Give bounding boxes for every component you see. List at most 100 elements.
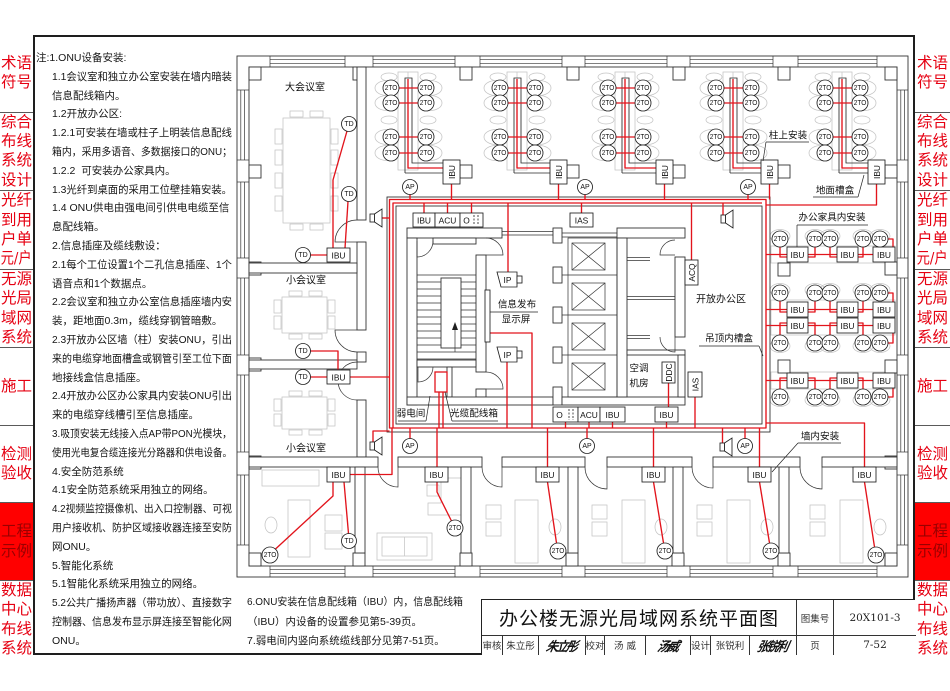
note-text: 装，距地面0.3m，缆线穿钢管暗敷。 [52, 315, 223, 328]
note-line: 5.2公共广播扬声器（带功放）、直接数字 [36, 594, 236, 613]
reviewer-role-label: 审核 [482, 636, 503, 655]
note-text: 6.ONU安装在信息配线箱（IBU）内，信息配线箱 [247, 596, 464, 608]
note-line: 网ONU。 [36, 538, 236, 557]
sidebar-right: 术语符号综合布线系统设计光纤到用户单元/户无源光局域网系统施工检测验收工程示例数… [915, 35, 950, 657]
sidebar-item-label: 综合 [916, 112, 948, 131]
sidebar-item-label: 系统 [0, 327, 32, 346]
note-line: 2.3开放办公区墙（柱）安装ONU，引出 [36, 331, 236, 350]
note-line: 箱内，采用多语音、多数据接口的ONU； [36, 143, 236, 162]
note-line: 1.1会议室和独立办公室安装在墙内暗装 [36, 68, 236, 87]
note-line: 息配线箱。 [36, 218, 236, 237]
sidebar-item-label: 示例 [0, 541, 32, 560]
note-line: 来的电缆穿线槽引至信息插座。 [36, 406, 236, 425]
sidebar-item-label: 域网 [0, 308, 32, 327]
sidebar-item-label: 域网 [916, 308, 948, 327]
sidebar-item-engineering-examples[interactable]: 工程示例 [915, 503, 950, 581]
sidebar-item-terms-symbols[interactable]: 术语符号 [0, 35, 33, 113]
sidebar-item-testing-acceptance[interactable]: 检测验收 [0, 426, 33, 504]
sidebar-item-engineering-examples[interactable]: 工程示例 [0, 503, 33, 581]
sidebar-item-integrated-cabling-design[interactable]: 综合布线系统设计 [0, 113, 33, 192]
note-text: 使用光电复合缆连接光分路器和供电设备。 [52, 446, 232, 459]
sidebar-item-label: 验收 [916, 464, 948, 483]
note-text: 控制器、信息发布显示屏连接至智能化网 [52, 615, 232, 628]
note-line: 3.吸顶安装无线接入点AP带PON光模块， [36, 425, 236, 444]
note-text: 来的电缆穿线槽引至信息插座。 [52, 409, 199, 422]
sidebar-item-label: 系统 [916, 639, 948, 658]
sidebar-item-label: 中心 [0, 600, 32, 619]
note-line: 1.2开放办公区: [36, 105, 236, 124]
note-text: 4.安全防范系统 [52, 465, 124, 478]
sidebar-item-label: 元/户 [0, 249, 33, 268]
sidebar-item-label: 符号 [916, 73, 948, 92]
design-notes-continued: 6.ONU安装在信息配线箱（IBU）内，信息配线箱（IBU）内设备的设置参见第5… [247, 593, 479, 652]
note-text: 2.1每个工位设置1个二孔信息插座、1个 [52, 258, 232, 271]
note-line: ONU。 [36, 632, 236, 651]
sidebar-item-testing-acceptance[interactable]: 检测验收 [915, 426, 950, 504]
page-label: 页 [797, 636, 834, 655]
sidebar-item-data-center-cabling[interactable]: 数据中心布线系统 [0, 581, 33, 659]
sidebar-item-label: 综合 [0, 112, 32, 131]
note-text: ONU。 [52, 634, 86, 647]
proofreader-signature: 汤威 [646, 636, 691, 655]
note-text: 1.3光纤到桌面的采用工位壁挂箱安装。 [52, 183, 233, 196]
sidebar-item-label: 光纤 [0, 191, 32, 210]
note-line: 5.智能化系统 [36, 557, 236, 576]
note-text: 息配线箱。 [52, 221, 105, 234]
note-line: 1.3光纤到桌面的采用工位壁挂箱安装。 [36, 181, 236, 200]
designer-role-label: 设计 [691, 636, 711, 655]
sidebar-item-label: 工程 [0, 522, 32, 541]
sidebar-item-label: 布线 [916, 131, 948, 150]
proofreader-name: 汤 威 [605, 636, 646, 655]
sidebar-item-label: 术语 [0, 53, 32, 72]
sidebar-item-fiber-to-user-unit[interactable]: 光纤到用户单元/户 [0, 191, 33, 270]
note-line: 7.弱电间内竖向系统缆线部分见第7-51页。 [247, 632, 479, 652]
sidebar-item-label: 光纤 [916, 191, 948, 210]
sidebar-item-data-center-cabling[interactable]: 数据中心布线系统 [915, 581, 950, 659]
proofreader-role-label: 校对 [586, 636, 605, 655]
note-text: 注:1.ONU设备安装: [36, 52, 127, 64]
atlas-number: 20X101-3 [834, 600, 916, 636]
note-text: 5.2公共广播扬声器（带功放）、直接数字 [52, 597, 232, 610]
proofreader-signature-text: 汤威 [656, 639, 680, 655]
note-line: 2.4开放办公区办公家具内安装ONU引出 [36, 387, 236, 406]
sidebar-item-label: 到用 [0, 210, 32, 229]
sidebar-item-integrated-cabling-design[interactable]: 综合布线系统设计 [915, 113, 950, 192]
sidebar-item-label: 布线 [0, 131, 32, 150]
note-text: 5.智能化系统 [52, 559, 114, 572]
note-text: 地接线盒信息插座。 [52, 371, 147, 384]
sidebar-item-terms-symbols[interactable]: 术语符号 [915, 35, 950, 113]
sidebar-item-construction[interactable]: 施工 [0, 348, 33, 426]
sidebar-item-label: 布线 [916, 619, 948, 638]
note-line: 1.2.2 可安装办公家具内。 [36, 162, 236, 181]
designer-signature: 张锐利 [750, 636, 797, 655]
drawing-title: 办公楼无源光局域网系统平面图 [482, 600, 797, 636]
sidebar-item-label: 到用 [916, 210, 948, 229]
note-text: 2.3开放办公区墙（柱）安装ONU，引出 [52, 333, 232, 346]
reviewer-signature: 朱立彤 [539, 636, 586, 655]
sidebar-item-label: 符号 [0, 73, 32, 92]
sidebar-item-label: 设计 [916, 170, 948, 189]
note-line: 来的电缆穿地面槽盒或钢管引至工位下面 [36, 350, 236, 369]
sidebar-item-label: 光局 [916, 289, 948, 308]
note-line: 2.1每个工位设置1个二孔信息插座、1个 [36, 256, 236, 275]
note-line: 5.1智能化系统采用独立的网络。 [36, 575, 236, 594]
reviewer-signature-text: 朱立彤 [545, 639, 579, 655]
note-text: 4.2视频监控摄像机、出入口控制器、可视 [52, 503, 232, 516]
sidebar-item-passive-optical-lan[interactable]: 无源光局域网系统 [0, 270, 33, 349]
sidebar-item-label: 户单 [0, 229, 32, 248]
sidebar-item-label: 系统 [916, 327, 948, 346]
note-line: 地接线盒信息插座。 [36, 369, 236, 388]
designer-signature-text: 张锐利 [756, 639, 790, 655]
note-line: 4.安全防范系统 [36, 463, 236, 482]
note-line: 1.2.1可安装在墙或柱子上明装信息配线 [36, 124, 236, 143]
note-line: 使用光电复合缆连接光分路器和供电设备。 [36, 444, 236, 463]
sidebar-item-label: 示例 [916, 541, 948, 560]
sidebar-item-label: 无源 [916, 269, 948, 288]
sidebar-item-passive-optical-lan[interactable]: 无源光局域网系统 [915, 270, 950, 349]
sidebar-item-label: 系统 [0, 639, 32, 658]
sidebar-item-label: 无源 [0, 269, 32, 288]
sidebar-item-construction[interactable]: 施工 [915, 348, 950, 426]
atlas-number-label: 图集号 [797, 600, 834, 636]
page-number: 7-52 [863, 639, 887, 652]
sidebar-item-fiber-to-user-unit[interactable]: 光纤到用户单元/户 [915, 191, 950, 270]
